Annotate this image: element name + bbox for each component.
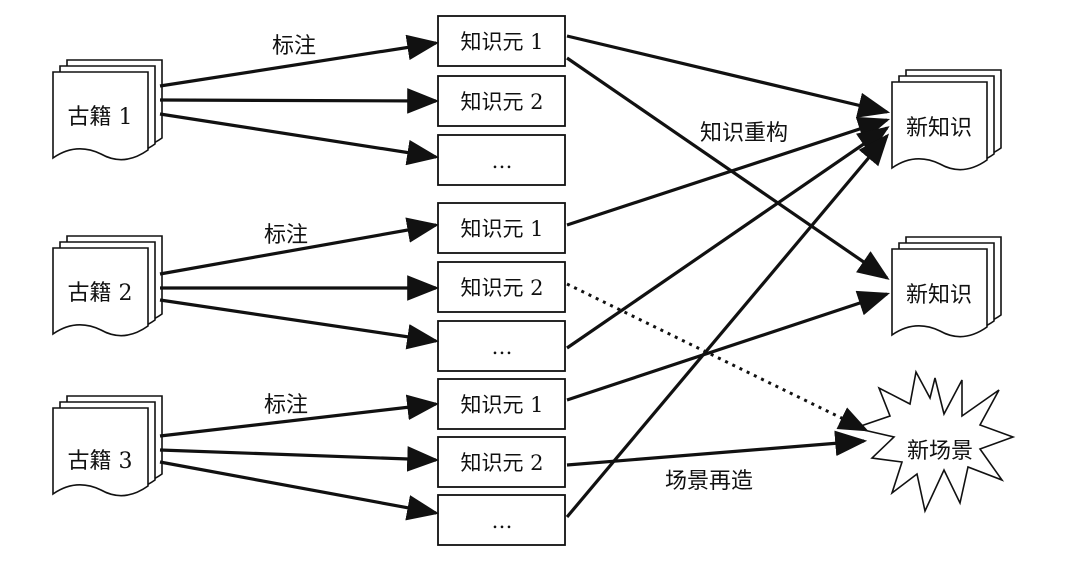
annotate-label: 标注 xyxy=(272,34,316,59)
annotate-arrow xyxy=(159,217,440,276)
knowledge-unit-label: … xyxy=(492,509,513,533)
source-doc-label: 古籍 3 xyxy=(68,449,133,474)
knowledge-unit-label: 知识元 1 xyxy=(460,393,543,417)
reconstruct-label: 知识重构 xyxy=(700,121,788,146)
knowledge-unit-label: 知识元 2 xyxy=(460,276,543,300)
annotate-arrow xyxy=(159,112,440,166)
annotate-arrow xyxy=(159,446,440,472)
knowledge-unit-label: … xyxy=(492,335,513,359)
new-knowledge-doc-1: 新知识 xyxy=(891,69,1002,171)
reconstruct-arrow xyxy=(566,116,891,227)
reconstruct-arrow xyxy=(565,133,890,519)
new-knowledge-doc-2: 新知识 xyxy=(891,236,1002,338)
annotate-arrows xyxy=(159,34,440,521)
recreate-arrow xyxy=(566,430,868,467)
annotate-label: 标注 xyxy=(264,393,308,418)
reconstruct-arrow xyxy=(566,56,890,280)
annotate-arrow xyxy=(159,394,440,438)
knowledge-unit-label: 知识元 1 xyxy=(460,30,543,54)
knowledge-unit-box xyxy=(437,75,566,127)
reconstruct-arrow xyxy=(566,34,891,118)
knowledge-unit-label: 知识元 2 xyxy=(460,90,543,114)
new-knowledge-label: 新知识 xyxy=(906,283,972,308)
reconstruct-arrows xyxy=(565,34,891,519)
new-knowledge-label: 新知识 xyxy=(906,116,972,141)
knowledge-unit-label: 知识元 1 xyxy=(460,217,543,241)
knowledge-unit-box xyxy=(437,202,566,254)
annotate-label: 标注 xyxy=(264,223,308,248)
reconstruct-arrow xyxy=(566,126,890,350)
annotate-arrow xyxy=(159,298,440,350)
recreate-dotted-arrow xyxy=(566,282,869,432)
knowledge-unit-label: 知识元 2 xyxy=(460,451,543,475)
source-doc-2: 古籍 2 xyxy=(52,235,163,337)
source-doc-label: 古籍 2 xyxy=(68,281,133,306)
knowledge-unit-box xyxy=(437,261,566,313)
knowledge-unit-label: … xyxy=(492,149,513,173)
annotate-arrow xyxy=(159,88,440,114)
recreate-arrows xyxy=(566,282,869,467)
reconstruct-arrow xyxy=(566,290,891,402)
knowledge-unit-box xyxy=(437,134,566,186)
new-scene-starburst: 新场景 xyxy=(852,369,1016,514)
annotate-arrow xyxy=(159,460,440,521)
new-scene-label: 新场景 xyxy=(907,439,973,464)
knowledge-unit-box xyxy=(437,378,566,430)
source-doc-1: 古籍 1 xyxy=(52,59,163,161)
knowledge-unit-boxes: 知识元 1 知识元 2 … 知识元 1 知识元 2 … 知识元 1 知识元 2 … xyxy=(437,15,566,546)
source-doc-3: 古籍 3 xyxy=(52,395,163,497)
annotate-arrow xyxy=(159,34,440,88)
recreate-label: 场景再造 xyxy=(665,469,753,494)
source-doc-label: 古籍 1 xyxy=(68,105,133,130)
